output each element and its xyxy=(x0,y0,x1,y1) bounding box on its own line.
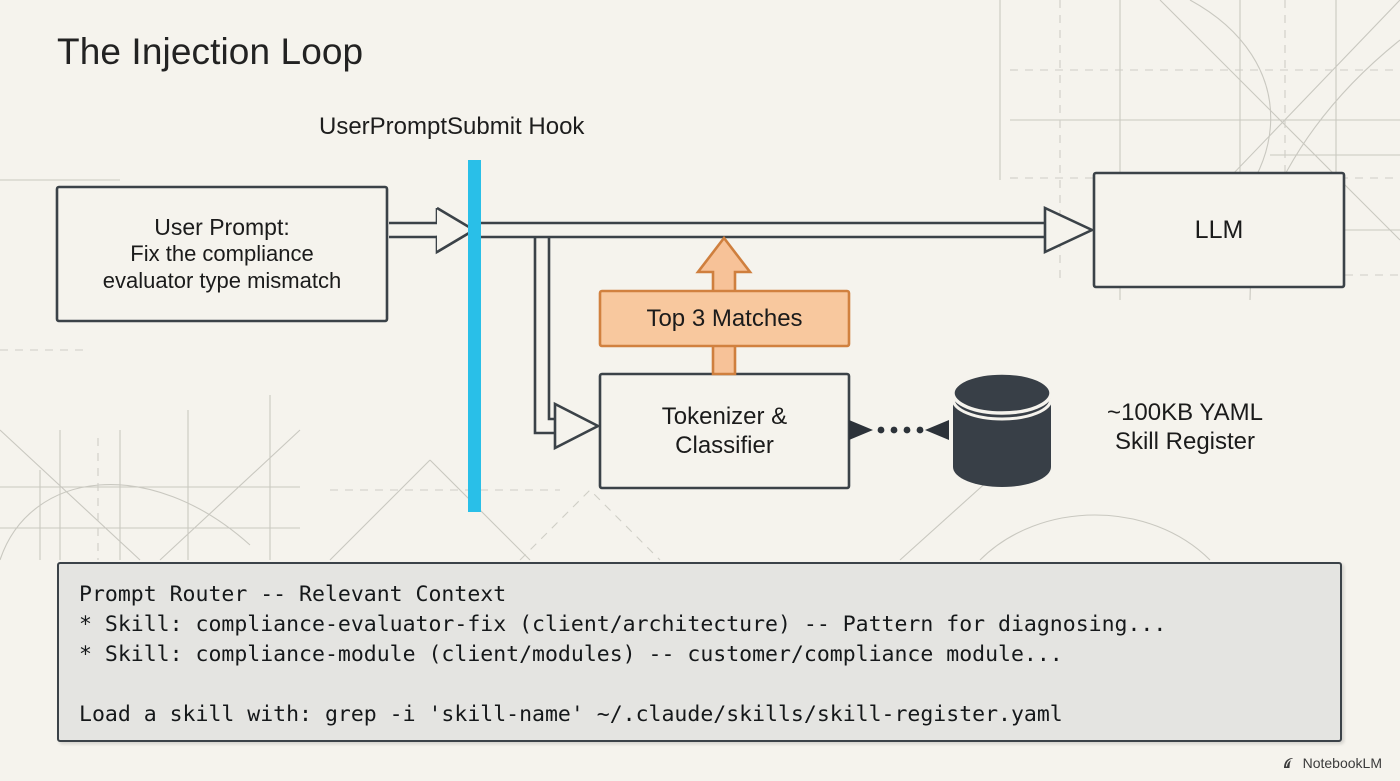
top-matches-label: Top 3 Matches xyxy=(646,304,803,332)
skill-register-cylinder xyxy=(951,371,1053,487)
top-matches-box xyxy=(598,289,851,348)
userpromptsubmit-hook-bar xyxy=(468,160,481,512)
prompt-to-llm-connector xyxy=(389,221,1070,239)
prompt-router-output-text: Prompt Router -- Relevant Context * Skil… xyxy=(79,582,1167,727)
arrowhead-to-llm xyxy=(1043,205,1096,255)
llm-node-label: LLM xyxy=(1194,215,1244,244)
skill-register-caption: ~100KB YAML Skill Register xyxy=(1065,394,1305,460)
user-prompt-title: User Prompt: xyxy=(154,214,290,241)
user-prompt-line2: Fix the compliance xyxy=(130,241,314,267)
notebooklm-logo-icon xyxy=(1283,758,1293,768)
classifier-line1: Tokenizer & xyxy=(661,402,788,430)
skill-register-line2: Skill Register xyxy=(1114,428,1256,455)
prompt-router-output-panel: Prompt Router -- Relevant Context * Skil… xyxy=(57,562,1342,742)
notebooklm-watermark-label: NotebookLM xyxy=(1302,755,1382,771)
user-prompt-line3: evaluator type mismatch xyxy=(102,268,342,294)
user-prompt-box xyxy=(55,185,389,323)
arrowhead-to-classifier xyxy=(553,401,601,451)
classifier-node: Tokenizer & Classifier xyxy=(600,374,849,488)
top-matches-node: Top 3 Matches xyxy=(600,291,849,346)
notebooklm-watermark: NotebookLM xyxy=(1281,755,1382,771)
classifier-line2: Classifier xyxy=(675,432,774,459)
page-title: The Injection Loop xyxy=(57,31,364,72)
classifier-db-link xyxy=(849,420,949,440)
user-prompt-node: User Prompt: Fix the compliance evaluato… xyxy=(57,187,387,321)
llm-node: LLM xyxy=(1094,173,1344,287)
bus-to-classifier-connector xyxy=(533,237,555,435)
hook-label: UserPromptSubmit Hook xyxy=(319,113,585,140)
skill-register-line1: ~100KB YAML xyxy=(1107,398,1263,426)
